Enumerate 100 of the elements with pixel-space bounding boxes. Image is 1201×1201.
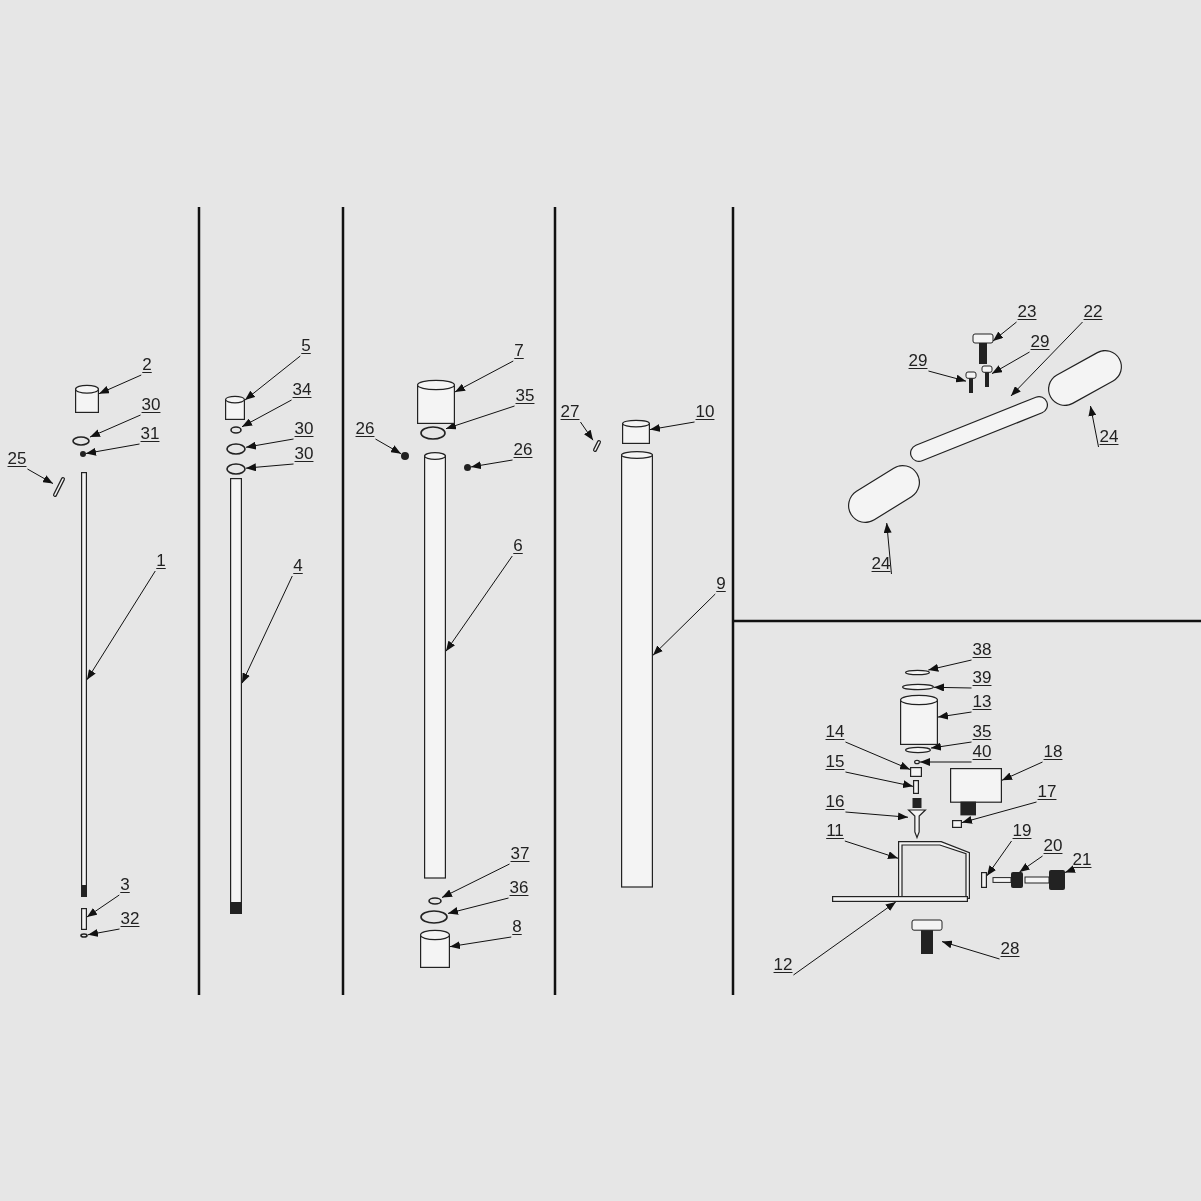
leader-line bbox=[98, 374, 142, 395]
pin bbox=[81, 908, 87, 930]
callout-number: 32 bbox=[119, 910, 141, 930]
o-ring bbox=[420, 426, 446, 440]
callout-number: 11 bbox=[825, 822, 845, 842]
callout-number: 7 bbox=[513, 342, 525, 362]
leader-line bbox=[792, 901, 897, 976]
cylinder-part bbox=[622, 420, 650, 444]
callout-number: 2 bbox=[141, 356, 153, 376]
o-ring bbox=[226, 443, 246, 455]
screw bbox=[1025, 870, 1065, 890]
block bbox=[950, 768, 1002, 816]
o-ring bbox=[230, 426, 242, 434]
leader-line bbox=[244, 355, 301, 401]
leader-line bbox=[991, 351, 1031, 375]
cylinder-part bbox=[75, 385, 99, 413]
callout-number: 29 bbox=[1029, 333, 1051, 353]
leader-line bbox=[86, 894, 120, 918]
ball bbox=[401, 452, 409, 460]
callout-number: 37 bbox=[509, 845, 531, 865]
tube bbox=[621, 451, 653, 891]
callout-number: 22 bbox=[1082, 303, 1104, 323]
callout-number: 10 bbox=[694, 403, 716, 423]
screw bbox=[982, 366, 992, 387]
leader-line bbox=[470, 459, 514, 470]
callout-number: 21 bbox=[1071, 851, 1093, 871]
leader-line bbox=[986, 840, 1013, 877]
leader-line bbox=[844, 811, 909, 821]
o-ring bbox=[428, 897, 442, 905]
leader-line bbox=[927, 370, 967, 383]
cylinder-part bbox=[420, 930, 450, 968]
leader-line bbox=[445, 405, 516, 430]
callout-number: 8 bbox=[511, 918, 523, 938]
pin bbox=[981, 872, 987, 888]
leader-line bbox=[652, 593, 716, 656]
cylinder-part bbox=[848, 465, 920, 523]
leader-line bbox=[445, 555, 513, 652]
o-ring bbox=[72, 436, 90, 446]
callout-number: 18 bbox=[1042, 743, 1064, 763]
leader-line bbox=[919, 758, 973, 766]
pin bbox=[53, 477, 65, 497]
leader-line bbox=[649, 421, 696, 432]
block bbox=[910, 767, 922, 777]
ball bbox=[464, 464, 471, 471]
callout-number: 35 bbox=[971, 723, 993, 743]
callout-number: 28 bbox=[999, 940, 1021, 960]
bracket bbox=[898, 841, 970, 899]
leader-line bbox=[1088, 405, 1100, 448]
callout-number: 13 bbox=[971, 693, 993, 713]
callout-number: 30 bbox=[140, 396, 162, 416]
tube bbox=[910, 396, 1048, 462]
leader-line bbox=[1001, 761, 1044, 781]
leader-line bbox=[937, 711, 973, 720]
leader-line bbox=[86, 570, 156, 681]
callout-number: 15 bbox=[824, 753, 846, 773]
rod bbox=[81, 472, 87, 897]
callout-number: 27 bbox=[559, 403, 581, 423]
leader-line bbox=[941, 940, 1001, 960]
callout-number: 38 bbox=[971, 641, 993, 661]
cylinder-part bbox=[1048, 350, 1122, 406]
leader-line bbox=[933, 683, 973, 692]
leader-line bbox=[241, 399, 293, 428]
leader-line bbox=[447, 897, 510, 915]
leader-line bbox=[1064, 865, 1076, 873]
callout-number: 26 bbox=[354, 420, 376, 440]
callout-number: 30 bbox=[293, 445, 315, 465]
callout-number: 24 bbox=[870, 555, 892, 575]
screw bbox=[912, 920, 942, 954]
leader-line bbox=[992, 321, 1018, 342]
callout-number: 3 bbox=[119, 876, 131, 896]
callout-number: 20 bbox=[1042, 837, 1064, 857]
callout-number: 26 bbox=[512, 441, 534, 461]
callout-number: 35 bbox=[514, 387, 536, 407]
leader-line bbox=[245, 438, 295, 450]
leader-line bbox=[1019, 855, 1044, 873]
leader-line bbox=[26, 468, 54, 485]
disc bbox=[905, 670, 930, 675]
pin bbox=[913, 780, 919, 794]
leader-line bbox=[449, 936, 512, 950]
base-plate bbox=[832, 896, 968, 902]
leader-line bbox=[844, 771, 914, 789]
callout-number: 30 bbox=[293, 420, 315, 440]
leader-line bbox=[930, 741, 973, 751]
screw bbox=[993, 872, 1023, 888]
leader-line bbox=[245, 463, 295, 472]
callout-number: 34 bbox=[291, 381, 313, 401]
leader-line bbox=[927, 659, 973, 672]
needle bbox=[908, 798, 926, 838]
rod bbox=[230, 478, 242, 914]
callout-number: 36 bbox=[508, 879, 530, 899]
disc bbox=[914, 760, 920, 764]
leader-line bbox=[241, 575, 293, 684]
o-ring bbox=[226, 463, 246, 475]
callout-number: 1 bbox=[155, 552, 167, 572]
callout-number: 4 bbox=[292, 557, 304, 577]
callout-number: 25 bbox=[6, 450, 28, 470]
leader-line bbox=[579, 421, 594, 441]
leader-line bbox=[844, 741, 911, 770]
cylinder-part bbox=[417, 380, 455, 424]
leader-line bbox=[961, 801, 1038, 824]
